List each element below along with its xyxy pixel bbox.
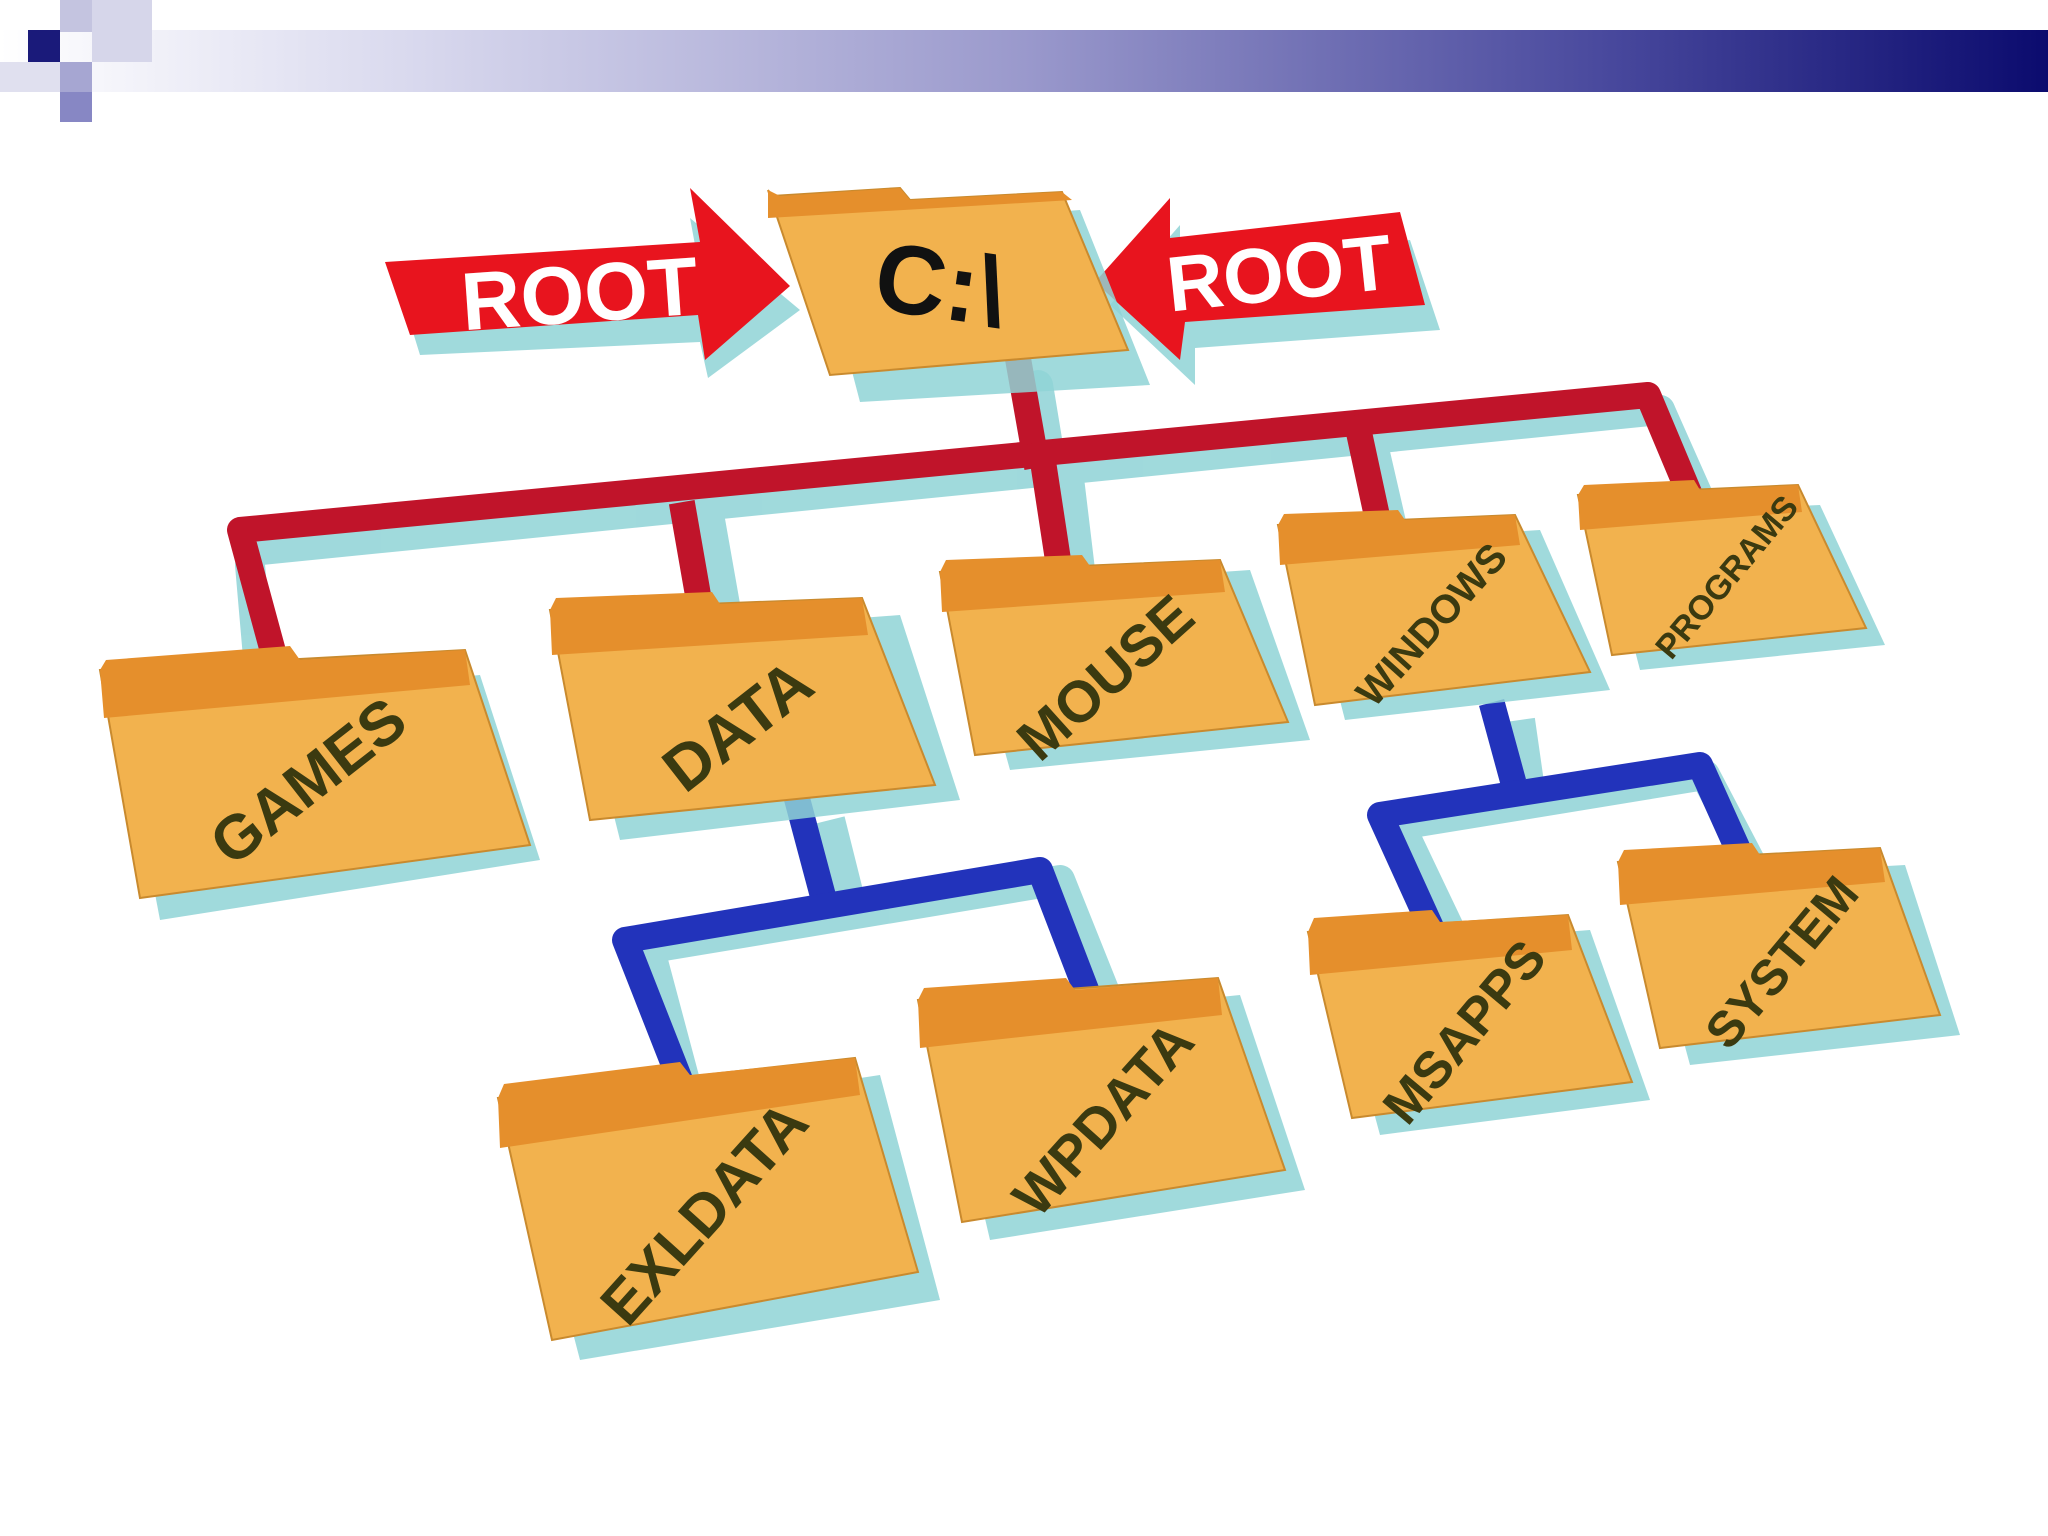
- folder-mouse: MOUSE: [938, 555, 1310, 773]
- folder-programs: PROGRAMS: [1576, 480, 1885, 670]
- header-square-light: [92, 0, 152, 62]
- folder-system: SYSTEM: [1616, 843, 1960, 1065]
- folder-games: GAMES: [98, 646, 540, 920]
- header-square-mid: [60, 62, 92, 92]
- slide-header-bar: [0, 30, 2048, 92]
- folder-data: DATA: [548, 592, 960, 840]
- header-square-light: [0, 62, 60, 92]
- root-arrow-left-label: ROOT: [458, 241, 701, 348]
- header-square-mid: [60, 92, 92, 122]
- folder-windows: WINDOWS: [1276, 510, 1610, 720]
- header-square-light: [60, 0, 92, 32]
- root-arrow-left: ROOT: [385, 188, 800, 378]
- folder-root-drive: C:\: [767, 186, 1150, 402]
- folder-wpdata: WPDATA: [916, 976, 1305, 1240]
- root-drive-label: C:\: [868, 221, 1013, 348]
- header-square-dark: [28, 30, 60, 62]
- folder-exldata: EXLDATA: [496, 1056, 940, 1360]
- folder-msapps: MSAPPS: [1306, 910, 1650, 1135]
- root-arrow-right: ROOT: [1095, 198, 1440, 385]
